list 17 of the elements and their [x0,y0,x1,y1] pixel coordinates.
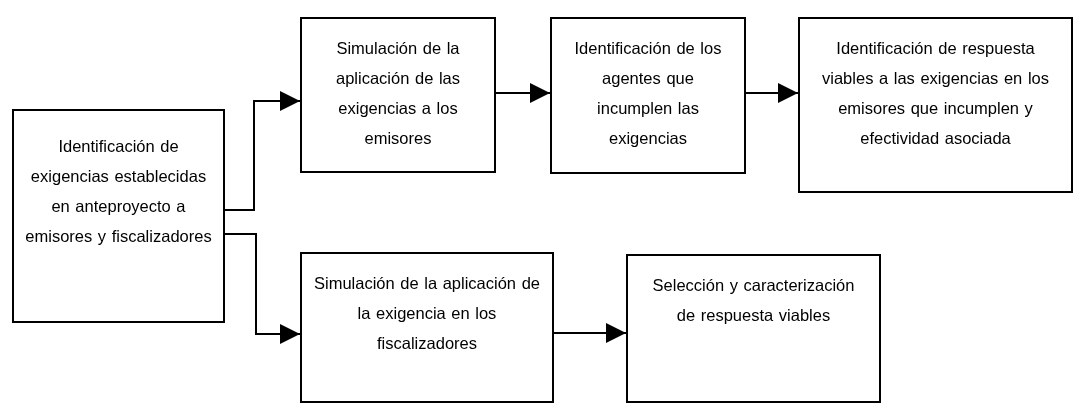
process-box [798,17,1073,193]
process-box [550,17,746,174]
arrow [224,233,301,344]
arrow [495,83,551,103]
box-text: Simulación de la aplicación de la exigencia en los fiscalizadores [314,273,540,354]
process-box [300,252,554,403]
process-box [300,17,496,173]
arrow [745,83,799,103]
process-box [626,254,881,403]
box-text: Selección y caracterización de respuesta viables [651,275,856,326]
box-text: Identificación de respuesta viables a las exigencias en los emisores que incumplen y efectividad asociada [821,38,1050,149]
box-text: Simulación de la aplicación de las exigencias a los emisores [335,38,461,149]
box-text: Identificación de exigencias establecidas en anteproyecto a emisores y fiscalizadores [24,136,213,247]
box-text: Identificación de los agentes que incumplen las exigencias [573,38,723,149]
process-box [12,109,225,323]
arrow [553,323,627,343]
arrow [224,91,301,211]
